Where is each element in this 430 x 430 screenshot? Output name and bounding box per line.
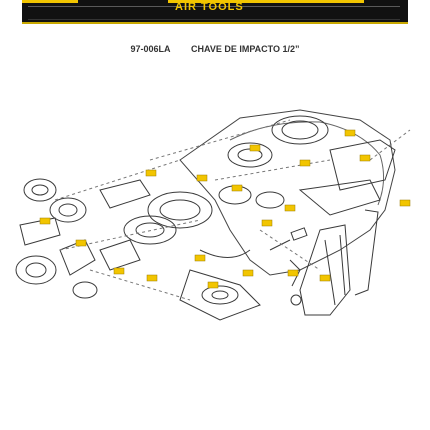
- part-number: 97-006LA: [130, 44, 171, 54]
- banner-inner-line: [28, 6, 400, 20]
- exploded-parts-diagram: [15, 109, 411, 321]
- handle-assembly: [299, 209, 379, 316]
- banner-accent-right: [168, 0, 364, 3]
- product-caption: 97-006LA CHAVE DE IMPACTO 1/2”: [0, 44, 430, 54]
- assembly-guide-lines: [54, 119, 411, 301]
- product-title: CHAVE DE IMPACTO 1/2”: [191, 44, 300, 54]
- banner-bar: [22, 0, 408, 24]
- header-banner: AIR TOOLS: [0, 0, 430, 32]
- banner-text: AIR TOOLS: [175, 1, 244, 13]
- banner-accent-left: [22, 0, 78, 3]
- hammer-mechanism: [123, 185, 285, 321]
- trigger-parts: [269, 227, 308, 306]
- housing-assembly: [179, 109, 396, 276]
- part-labels: [39, 129, 411, 289]
